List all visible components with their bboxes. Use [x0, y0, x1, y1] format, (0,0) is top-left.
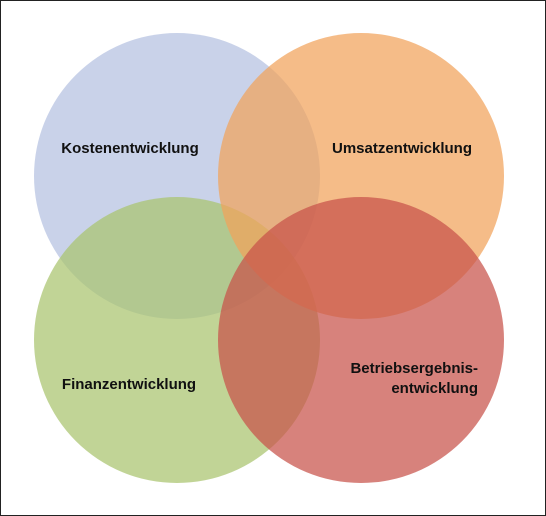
circle-betriebsergebnisentwicklung	[218, 197, 504, 483]
label-betriebsergebnis-line1: Betriebsergebnis-	[350, 360, 478, 377]
label-betriebsergebnis-line2: entwicklung	[391, 380, 478, 397]
label-finanzentwicklung: Finanzentwicklung	[62, 376, 196, 393]
label-umsatzentwicklung: Umsatzentwicklung	[332, 140, 472, 157]
label-kostenentwicklung: Kostenentwicklung	[61, 140, 199, 157]
